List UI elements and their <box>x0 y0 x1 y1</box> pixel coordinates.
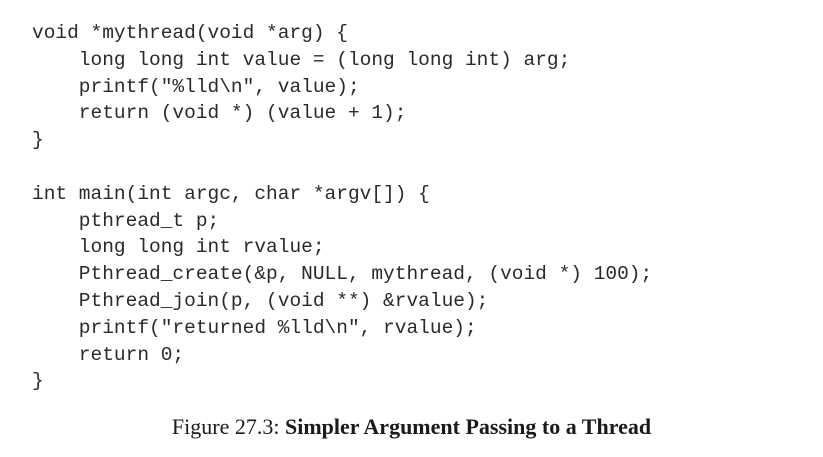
code-line: int main(int argc, char *argv[]) { <box>32 182 430 205</box>
code-line: } <box>32 129 44 152</box>
code-line: printf("%lld\n", value); <box>32 75 360 98</box>
code-line: printf("returned %lld\n", rvalue); <box>32 316 477 339</box>
figure-title: Simpler Argument Passing to a Thread <box>284 414 652 439</box>
code-line: void *mythread(void *arg) { <box>32 22 348 44</box>
code-line: long long int rvalue; <box>32 236 325 259</box>
code-listing: void *mythread(void *arg) { long long in… <box>32 20 652 395</box>
code-line: pthread_t p; <box>32 209 220 232</box>
code-line: return 0; <box>32 343 185 366</box>
code-line: Pthread_create(&p, NULL, mythread, (void… <box>32 263 653 286</box>
code-line <box>32 154 652 181</box>
code-line: } <box>32 370 44 393</box>
code-line: return (void *) (value + 1); <box>32 102 407 125</box>
figure-label: Figure 27.3: <box>171 414 280 439</box>
figure-caption: Figure 27.3: Simpler Argument Passing to… <box>0 414 823 440</box>
code-line: long long int value = (long long int) ar… <box>32 48 571 71</box>
code-line: Pthread_join(p, (void **) &rvalue); <box>32 289 489 312</box>
